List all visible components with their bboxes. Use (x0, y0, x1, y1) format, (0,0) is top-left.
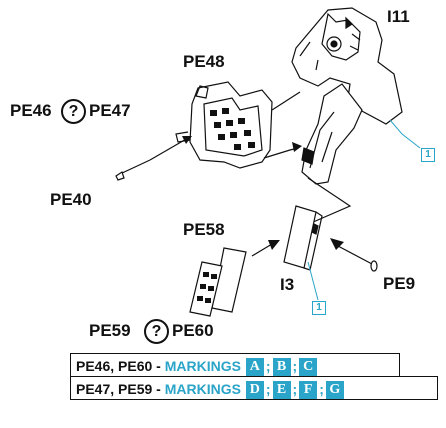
legend-row-2-markings: MARKINGS (164, 381, 241, 397)
legend-row-1-parts: PE46, PE60 - (76, 358, 161, 374)
marking-separator: ; (292, 358, 298, 374)
label-pe48: PE48 (183, 52, 225, 71)
arrow-pe40 (149, 137, 189, 161)
part-pe9 (330, 238, 378, 272)
marking-d-badge: D (245, 381, 264, 400)
label-pe9: PE9 (383, 274, 416, 293)
legend-row-1: PE46, PE60 - MARKINGS A;B;C (70, 353, 400, 377)
assembly-leader-3 (303, 177, 352, 227)
callout-leader-upper (389, 119, 421, 149)
marking-e-badge: E (272, 381, 291, 400)
label-pe40: PE40 (50, 190, 92, 209)
callout-badge-lower: 1 (312, 301, 326, 315)
marking-separator: ; (319, 381, 324, 397)
question-icon-top: ? (59, 99, 88, 124)
legend-row-2: PE47, PE59 - MARKINGS D;E;F;G (70, 376, 438, 400)
part-pe48 (175, 81, 273, 169)
question-icon-bottom: ? (142, 319, 171, 344)
label-pe46: PE46 (10, 101, 52, 120)
legend-row-2-parts: PE47, PE59 - (76, 381, 161, 397)
part-i11 (291, 7, 403, 125)
part-pe59 (189, 261, 223, 317)
legend-row-1-markings: MARKINGS (164, 358, 241, 374)
callout-leader-lower (307, 261, 319, 301)
label-pe58: PE58 (183, 220, 225, 239)
marking-c-badge: C (299, 358, 318, 377)
marking-b-badge: B (272, 358, 291, 377)
marking-separator: ; (265, 358, 271, 374)
part-i11-support (301, 83, 363, 185)
callout-badge-upper: 1 (421, 148, 435, 162)
label-i11: I11 (387, 7, 410, 26)
marking-f-badge: F (299, 381, 318, 400)
assembly-leader-1 (271, 91, 301, 111)
label-pe60: PE60 (172, 321, 214, 340)
arrow-pe58 (251, 243, 273, 257)
label-i3: I3 (280, 275, 295, 294)
marking-separator: ; (292, 381, 298, 397)
part-pe40 (115, 159, 151, 181)
marking-a-badge: A (245, 358, 264, 377)
marking-g-badge: G (325, 381, 344, 400)
label-pe47: PE47 (89, 101, 131, 120)
part-i3 (283, 205, 323, 271)
marking-separator: ; (265, 381, 271, 397)
label-pe59: PE59 (89, 321, 131, 340)
